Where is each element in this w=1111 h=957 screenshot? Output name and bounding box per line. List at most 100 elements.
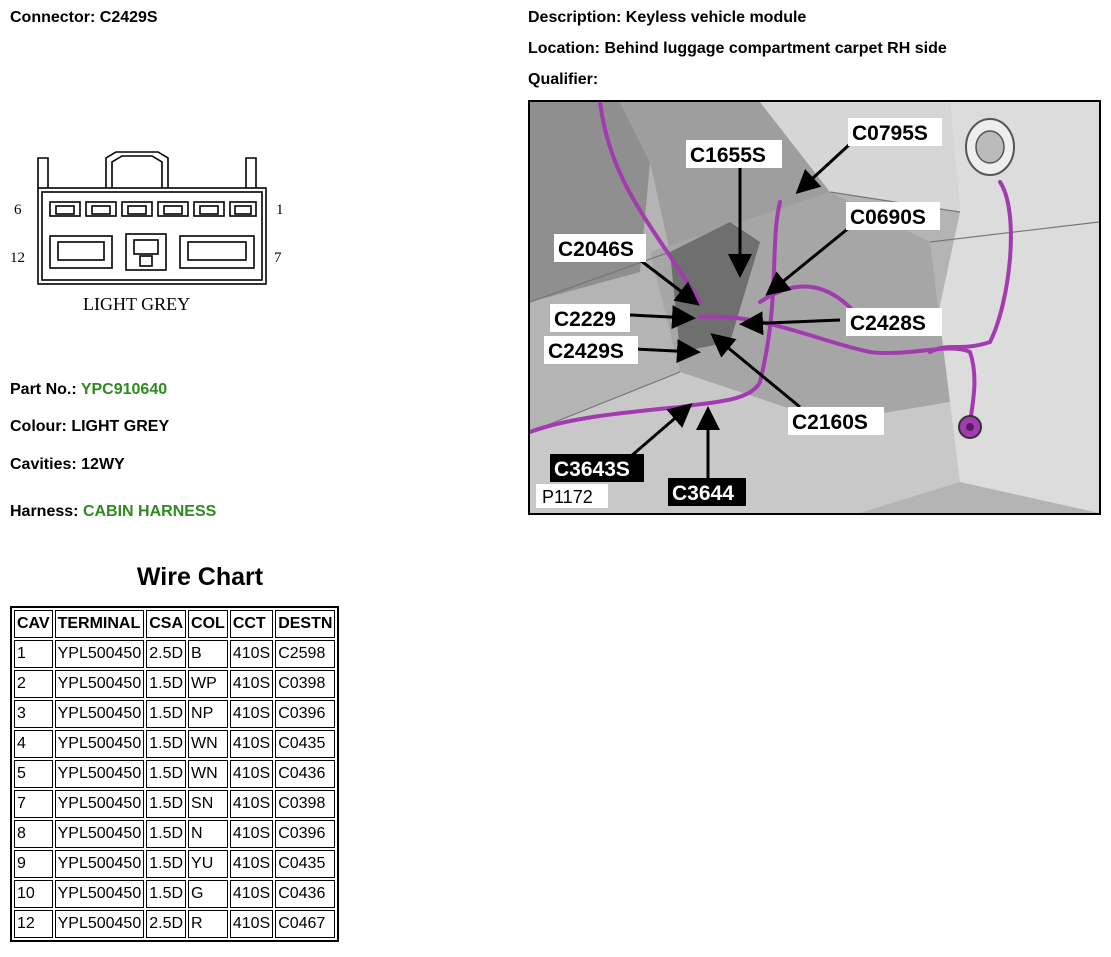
cell-csa: 1.5D — [146, 820, 187, 848]
cell-col: YU — [188, 850, 228, 878]
cell-cct: 410S — [229, 670, 274, 698]
cell-col: NP — [188, 700, 228, 728]
cell-cct: 410S — [229, 850, 274, 878]
cell-cav: 12 — [14, 910, 53, 938]
cell-terminal: YPL500450 — [54, 730, 145, 758]
callout-c2160s: C2160S — [792, 411, 868, 434]
callout-c2429s: C2429S — [548, 340, 624, 363]
cell-col: WN — [188, 730, 228, 758]
cell-cav: 8 — [14, 820, 53, 848]
cell-destn: C0396 — [275, 700, 336, 728]
cell-terminal: YPL500450 — [54, 850, 145, 878]
pin-label-12: 12 — [10, 250, 25, 266]
cell-csa: 2.5D — [146, 910, 187, 938]
harness-line: Harness: CABIN HARNESS — [10, 503, 216, 521]
cell-destn: C0436 — [275, 760, 336, 788]
cell-csa: 1.5D — [146, 790, 187, 818]
cavities-label: Cavities: — [10, 456, 77, 473]
callout-c0690s: C0690S — [850, 206, 926, 229]
cell-cct: 410S — [229, 790, 274, 818]
connector-colour-caption: LIGHT GREY — [83, 294, 190, 314]
description-line: Description: Keyless vehicle module — [528, 9, 806, 27]
location-photo-drawing: C0795S C1655S C0690S C2046S C2229 C2428S… — [530, 102, 1099, 513]
column-header-terminal: TERMINAL — [54, 610, 145, 638]
cell-destn: C0396 — [275, 820, 336, 848]
cell-cct: 410S — [229, 640, 274, 668]
callout-c2428s: C2428S — [850, 312, 926, 335]
cell-destn: C0435 — [275, 730, 336, 758]
part-no-label: Part No.: — [10, 381, 77, 398]
harness-link[interactable]: CABIN HARNESS — [82, 503, 217, 520]
cell-col: WN — [188, 760, 228, 788]
cell-destn: C0435 — [275, 850, 336, 878]
cell-cav: 9 — [14, 850, 53, 878]
qualifier-label: Qualifier: — [528, 71, 599, 88]
cell-cct: 410S — [229, 760, 274, 788]
cell-cct: 410S — [229, 910, 274, 938]
column-header-cav: CAV — [14, 610, 53, 638]
connector-value: C2429S — [99, 9, 158, 26]
pin-label-6: 6 — [14, 202, 22, 218]
cell-destn: C0398 — [275, 670, 336, 698]
cell-col: B — [188, 640, 228, 668]
cell-destn: C0467 — [275, 910, 336, 938]
part-no-line: Part No.: YPC910640 — [10, 381, 167, 399]
cell-csa: 1.5D — [146, 880, 187, 908]
callout-c2046s: C2046S — [558, 238, 634, 261]
wire-chart-title: Wire Chart — [136, 563, 264, 591]
location-line: Location: Behind luggage compartment car… — [528, 40, 947, 58]
cell-cav: 5 — [14, 760, 53, 788]
location-label: Location: — [528, 40, 600, 57]
cell-cav: 3 — [14, 700, 53, 728]
cell-col: SN — [188, 790, 228, 818]
cell-destn: C0436 — [275, 880, 336, 908]
cell-terminal: YPL500450 — [54, 700, 145, 728]
cell-cav: 7 — [14, 790, 53, 818]
column-header-csa: CSA — [146, 610, 187, 638]
colour-label: Colour: — [10, 418, 67, 435]
cell-csa: 1.5D — [146, 850, 187, 878]
cell-col: N — [188, 820, 228, 848]
callout-c1655s: C1655S — [690, 144, 766, 167]
location-photo: C0795S C1655S C0690S C2046S C2229 C2428S… — [528, 100, 1101, 515]
harness-label: Harness: — [10, 503, 79, 520]
colour-line: Colour: LIGHT GREY — [10, 418, 169, 436]
connector-label: Connector: — [10, 9, 96, 26]
cell-terminal: YPL500450 — [54, 640, 145, 668]
callout-c2229: C2229 — [554, 308, 616, 331]
callout-c3643s: C3643S — [554, 458, 630, 481]
cell-terminal: YPL500450 — [54, 820, 145, 848]
cell-csa: 1.5D — [146, 760, 187, 788]
cell-csa: 2.5D — [146, 640, 187, 668]
cell-col: G — [188, 880, 228, 908]
cell-csa: 1.5D — [146, 700, 187, 728]
cell-destn: C0398 — [275, 790, 336, 818]
cell-col: WP — [188, 670, 228, 698]
cell-destn: C2598 — [275, 640, 336, 668]
column-header-destn: DESTN — [275, 610, 336, 638]
connector-face-diagram: 6 1 12 7 LIGHT GREY — [10, 151, 284, 314]
cell-cav: 4 — [14, 730, 53, 758]
cell-cct: 410S — [229, 820, 274, 848]
cell-col: R — [188, 910, 228, 938]
cavities-value: 12WY — [81, 456, 125, 473]
colour-value: LIGHT GREY — [71, 418, 170, 435]
cell-cav: 10 — [14, 880, 53, 908]
column-header-col: COL — [188, 610, 228, 638]
part-no-link[interactable]: YPC910640 — [80, 381, 168, 398]
callout-c3644: C3644 — [672, 482, 734, 505]
cell-cct: 410S — [229, 880, 274, 908]
description-label: Description: — [528, 9, 622, 26]
cell-cct: 410S — [229, 700, 274, 728]
qualifier-line: Qualifier: — [528, 71, 598, 89]
cell-terminal: YPL500450 — [54, 760, 145, 788]
cell-terminal: YPL500450 — [54, 670, 145, 698]
